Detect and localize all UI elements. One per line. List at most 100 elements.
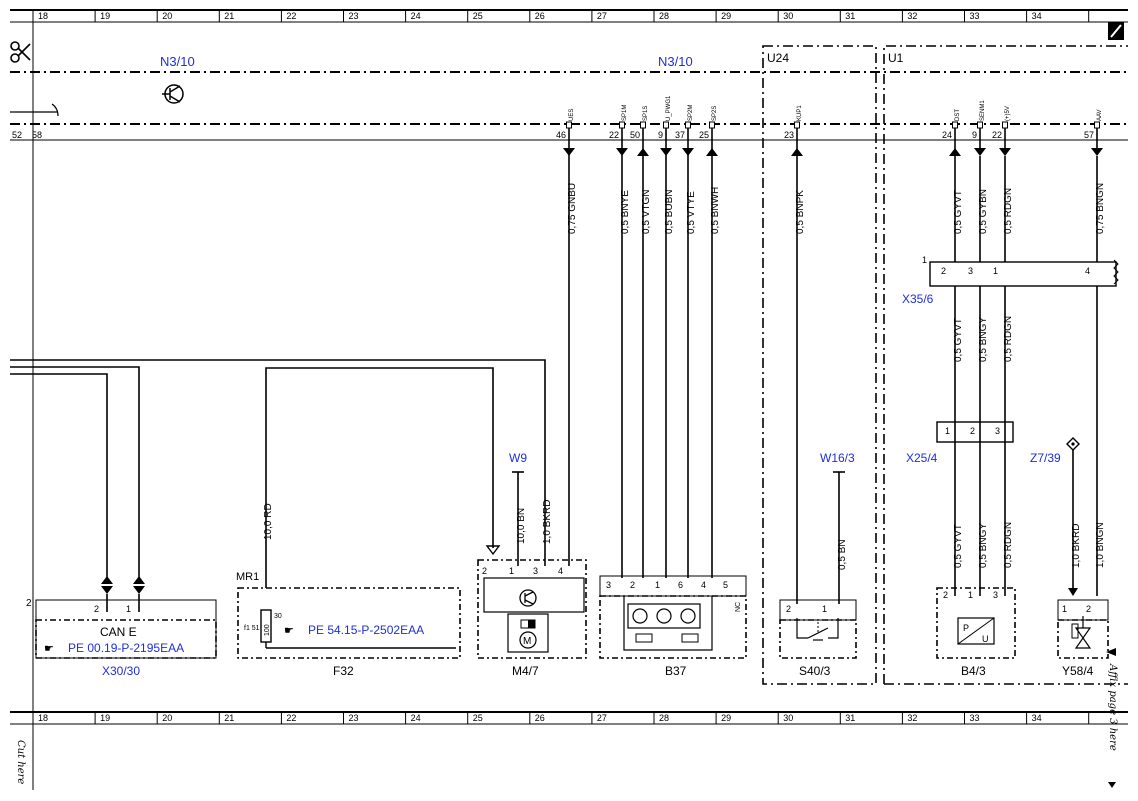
- b37-pin: 5: [723, 580, 728, 590]
- component-b4-3: 2 1 3 P U B4/3: [936, 587, 1016, 678]
- x25-pin: 2: [970, 426, 975, 436]
- y58-pin: 2: [1086, 604, 1091, 614]
- m4-pin: 4: [558, 566, 563, 576]
- continuation-bracket: [10, 103, 59, 117]
- wire-label: 0,5 GYVT: [953, 524, 964, 568]
- pin-terminal: [1094, 121, 1100, 129]
- column-number: 20: [162, 11, 172, 21]
- column-number: 21: [224, 11, 234, 21]
- signal-direction-arrow: [949, 148, 961, 156]
- sensor-icon: [632, 608, 696, 624]
- wire-label: 0,5 GYVT: [953, 318, 964, 362]
- down-arrow-icon: [1108, 782, 1116, 788]
- wire-label: 0,5 RDGN: [1003, 188, 1014, 234]
- component-x30-30: 2 2 1 CAN E ☛ PE 00.19-P-2195EAA X30/30: [26, 598, 217, 678]
- ground-w16-3[interactable]: W16/3: [820, 451, 855, 465]
- transistor-icon: [162, 84, 184, 104]
- x25-4-label[interactable]: X25/4: [906, 451, 938, 465]
- f32-reference-link[interactable]: PE 54.15-P-2502EAA: [308, 623, 424, 637]
- wire-label: 0,5 BNWH: [710, 187, 721, 234]
- pin-terminal: [977, 121, 983, 129]
- pin-number: 23: [784, 130, 794, 140]
- wire-label: 0,5 GYVT: [953, 190, 964, 234]
- motor-icon: M: [519, 619, 537, 649]
- column-number: 33: [970, 11, 980, 21]
- affix-instruction: Affix page 3 here: [1107, 663, 1118, 751]
- wire-label: 0,75 BNGN: [1095, 183, 1106, 234]
- column-number: 30: [783, 713, 793, 723]
- scale-mark-52: 52: [12, 130, 22, 140]
- x35-6-label[interactable]: X35/6: [902, 292, 934, 306]
- column-number: 32: [907, 11, 917, 21]
- wire-label: 0,5 VTYE: [686, 191, 697, 234]
- connector-x25-4: 1 2 3 X25/4: [906, 421, 1014, 465]
- x30-pin: 2: [94, 604, 99, 614]
- b37-pin: 6: [678, 580, 683, 590]
- pin-signal-name: AAV: [1097, 109, 1103, 121]
- column-number: 27: [597, 713, 607, 723]
- column-number: 26: [535, 11, 545, 21]
- column-number: 23: [349, 713, 359, 723]
- column-number: 32: [907, 713, 917, 723]
- svg-text:U: U: [982, 634, 989, 644]
- x35-pin: 4: [1085, 266, 1090, 276]
- x30-reference-link[interactable]: PE 00.19-P-2195EAA: [68, 641, 184, 655]
- wire-label: 0,5 BUBN: [664, 190, 675, 234]
- pin-number: 22: [992, 130, 1002, 140]
- column-number: 24: [411, 713, 421, 723]
- u1-lower-wires: 0,5 GYVT 0,5 BNGY 0,5 RDGN 0,5 GYVT 0,5 …: [953, 286, 1106, 596]
- column-number: 34: [1032, 713, 1042, 723]
- ground-w9[interactable]: W9: [509, 451, 527, 465]
- pin-signal-name: (+)5V: [1005, 106, 1011, 121]
- pin-number: 50: [630, 130, 640, 140]
- column-number: 26: [535, 713, 545, 723]
- b37-label: B37: [665, 664, 687, 678]
- wire-label: 10,0 RD: [263, 503, 274, 540]
- b4-pin: 1: [968, 590, 973, 600]
- x30-30-label[interactable]: X30/30: [102, 664, 140, 678]
- column-number: 21: [224, 713, 234, 723]
- b37-pin: 2: [630, 580, 635, 590]
- unit-label-u1: U1: [888, 51, 904, 65]
- unit-label-u24: U24: [767, 51, 789, 65]
- scale-mark-58: 58: [32, 130, 42, 140]
- signal-direction-arrow: [1091, 148, 1103, 156]
- fuse-pin: 30: [274, 613, 282, 620]
- wire-label: 0,5 BNGY: [978, 317, 989, 362]
- column-number: 20: [162, 713, 172, 723]
- column-number: 33: [970, 713, 980, 723]
- wire-label: 0,75 GNBU: [567, 183, 578, 234]
- m4-pin: 1: [509, 566, 514, 576]
- wire-label: 0,5 BNYE: [620, 190, 631, 234]
- m4-7-label: M4/7: [512, 664, 539, 678]
- b4-pin: 3: [993, 590, 998, 600]
- left-harness: 10,0 RD: [10, 359, 546, 612]
- b37-pin: 1: [655, 580, 660, 590]
- column-number: 34: [1032, 11, 1042, 21]
- ground-w16-3-group: W16/3 0,5 BN: [820, 451, 855, 604]
- pin-signal-name: SENM1: [980, 100, 986, 121]
- page-corner-icon: [1108, 22, 1124, 40]
- x30-inner-label: CAN E: [100, 625, 137, 639]
- component-label-n3-10-left[interactable]: N3/10: [160, 54, 195, 69]
- pin-number: 9: [972, 130, 977, 140]
- ground-z7-39[interactable]: Z7/39: [1030, 451, 1061, 465]
- lower-component-wires: [568, 152, 798, 604]
- x35-pin-start: 1: [922, 255, 927, 265]
- switch-icon: [796, 618, 839, 641]
- affix-arrow-icon: [1106, 648, 1116, 656]
- f32-mr-label: MR1: [236, 571, 259, 583]
- signal-direction-arrow: [974, 148, 986, 156]
- hand-pointer-icon: ☛: [44, 643, 54, 655]
- wire-label: 0,5 RDGN: [1003, 522, 1014, 568]
- wire-label: 0,5 BNPK: [795, 190, 806, 234]
- column-number: 27: [597, 11, 607, 21]
- pin-terminal: [709, 121, 715, 129]
- component-label-n3-10-right[interactable]: N3/10: [658, 54, 693, 69]
- y58-4-label: Y58/4: [1062, 664, 1094, 678]
- column-number: 31: [845, 713, 855, 723]
- wire-label: 0,5 BN: [837, 539, 848, 570]
- wire-label: 0,5 GYBN: [978, 189, 989, 234]
